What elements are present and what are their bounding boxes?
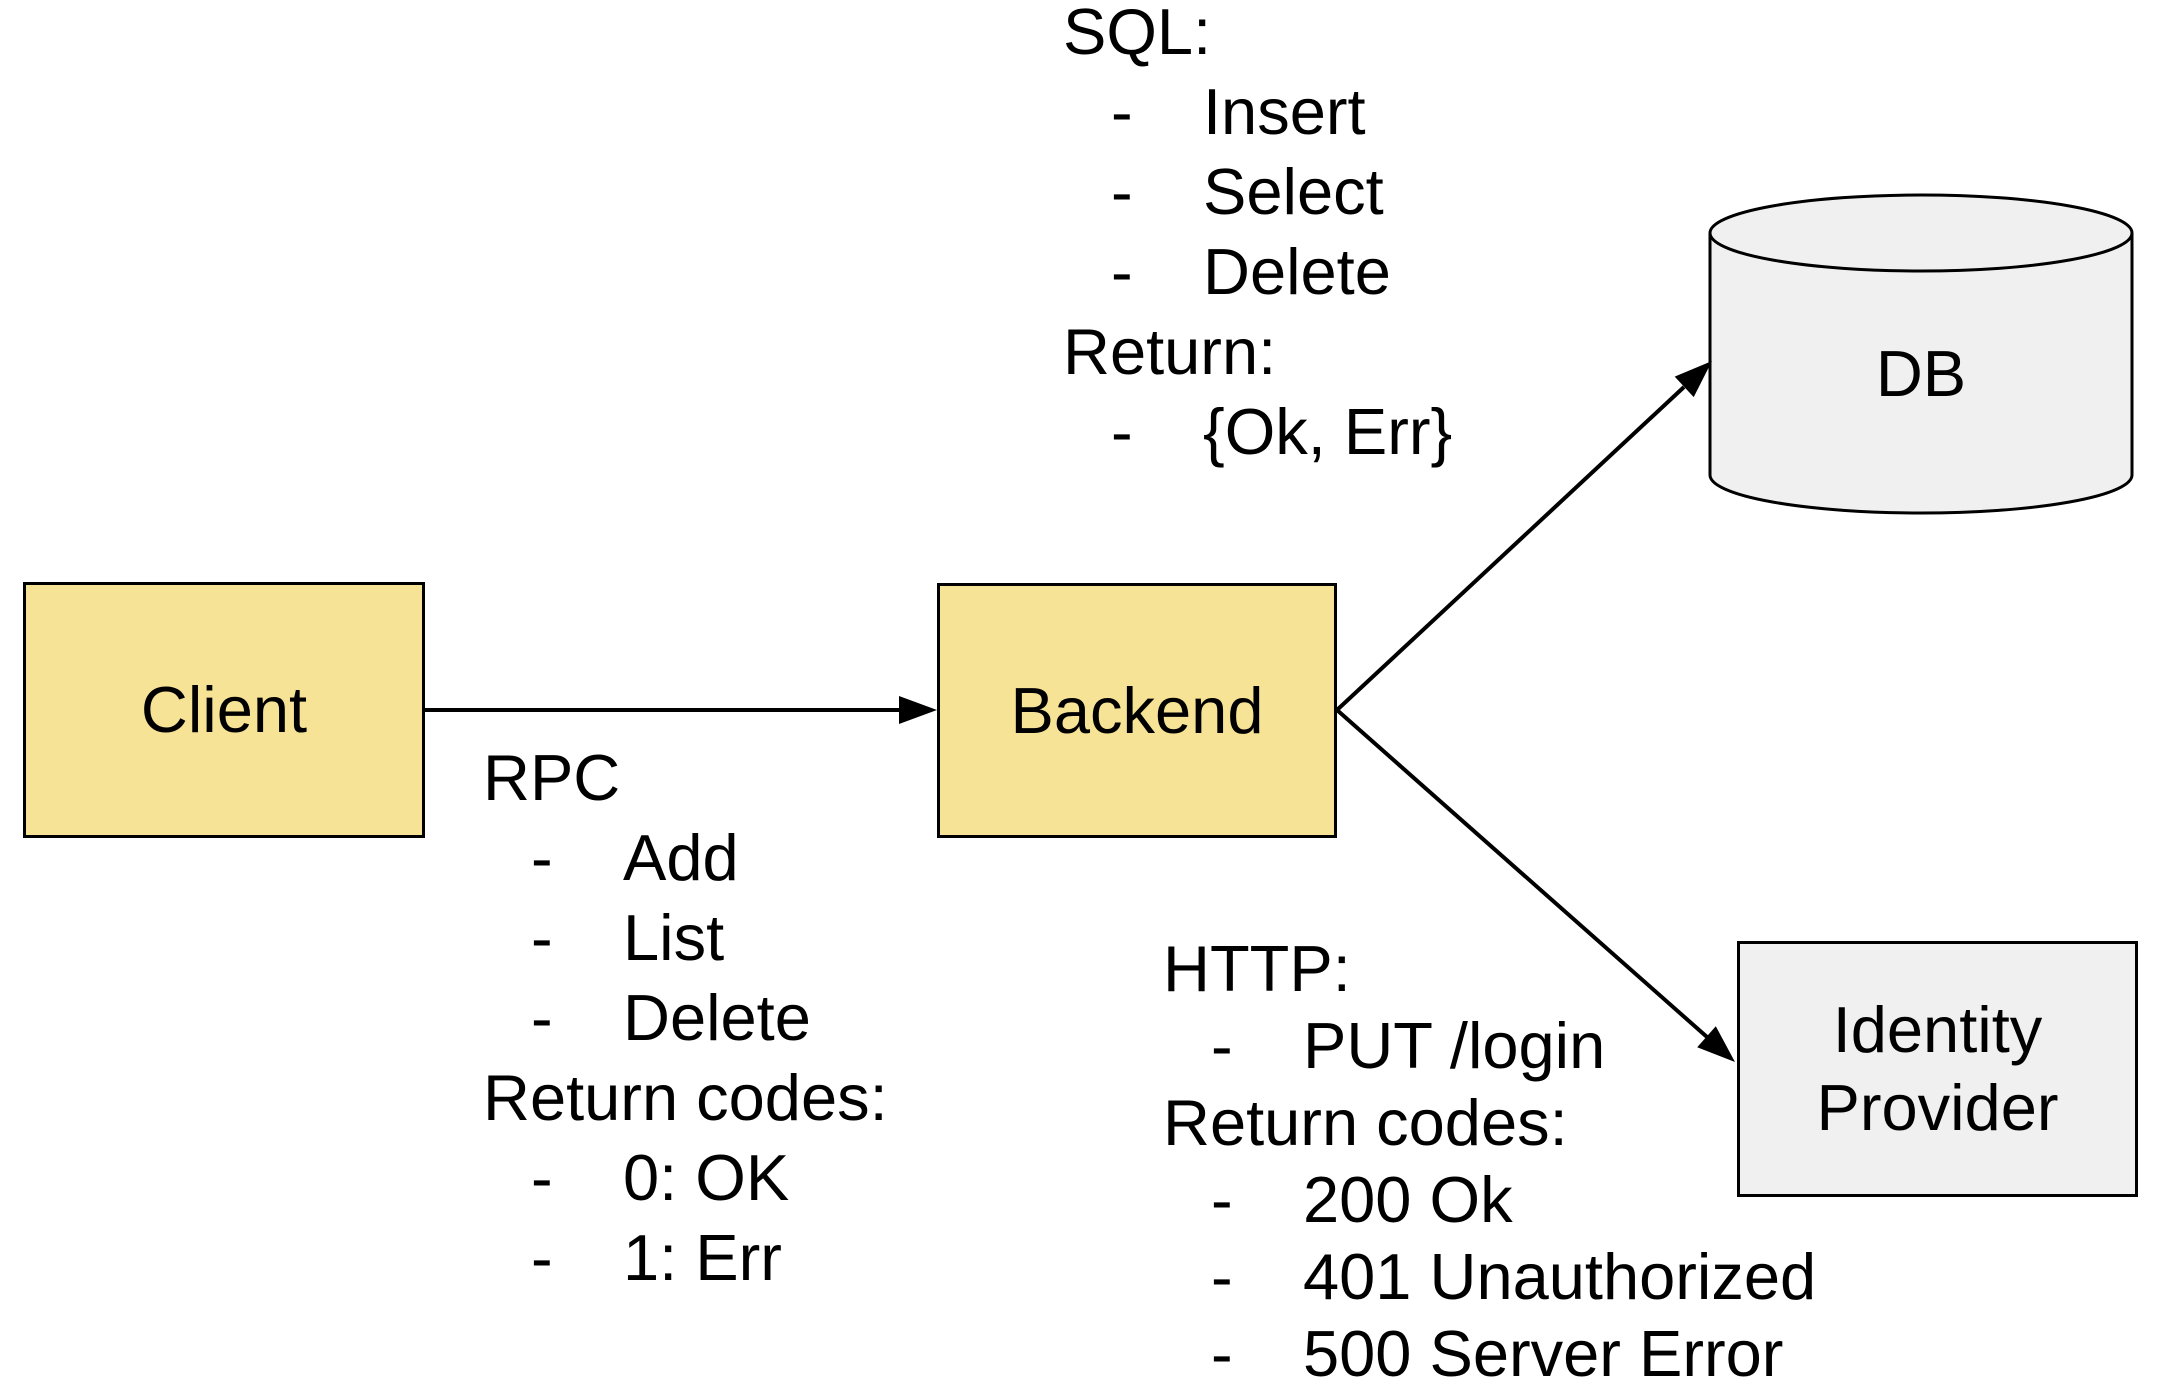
identity-provider-label-line2: Provider — [1816, 1071, 2059, 1144]
sql-item: -Select — [1063, 152, 1452, 232]
http-return-item: -200 Ok — [1163, 1161, 1816, 1238]
http-item: -PUT /login — [1163, 1007, 1816, 1084]
sql-return-item: -{Ok, Err} — [1063, 392, 1452, 472]
bullet-dash: - — [1211, 1009, 1233, 1082]
rpc-title: RPC — [483, 741, 621, 814]
bullet-dash: - — [531, 981, 553, 1054]
rpc-item-delete: Delete — [623, 981, 811, 1054]
bullet-dash: - — [531, 1221, 553, 1294]
rpc-return-subtitle: Return codes: — [483, 1061, 888, 1134]
identity-provider-label-line1: Identity — [1832, 993, 2043, 1066]
client-node: Client — [23, 582, 425, 838]
arrow-client-to-backend — [424, 696, 937, 724]
bullet-dash: - — [1211, 1240, 1233, 1313]
sql-item: -Delete — [1063, 232, 1452, 312]
bullet-dash: - — [531, 1141, 553, 1214]
rpc-item-add: Add — [623, 821, 739, 894]
rpc-item: -List — [483, 898, 888, 978]
rpc-item: -Delete — [483, 978, 888, 1058]
http-return-401-unauthorized: 401 Unauthorized — [1303, 1240, 1817, 1313]
bullet-dash: - — [1111, 235, 1133, 308]
http-return-subtitle: Return codes: — [1163, 1086, 1568, 1159]
db-node: DB — [1710, 233, 2132, 513]
rpc-return-item: -0: OK — [483, 1138, 888, 1218]
http-title: HTTP: — [1163, 932, 1351, 1005]
sql-return-subtitle: Return: — [1063, 315, 1277, 388]
sql-title: SQL: — [1063, 0, 1212, 68]
rpc-item: -Add — [483, 818, 888, 898]
arrow-backend-to-identity-provider — [1335, 708, 1735, 1062]
identity-provider-node: Identity Provider — [1737, 941, 2138, 1197]
rpc-return-1-err: 1: Err — [623, 1221, 782, 1294]
bullet-dash: - — [1111, 75, 1133, 148]
http-return-200-ok: 200 Ok — [1303, 1163, 1513, 1236]
http-return-item: -401 Unauthorized — [1163, 1238, 1816, 1315]
rpc-annotation: RPC -Add -List -Delete Return codes: -0:… — [483, 738, 888, 1298]
bullet-dash: - — [531, 901, 553, 974]
rpc-return-item: -1: Err — [483, 1218, 888, 1298]
http-annotation: HTTP: -PUT /login Return codes: -200 Ok … — [1163, 930, 1816, 1392]
backend-node: Backend — [937, 583, 1337, 838]
bullet-dash: - — [1211, 1163, 1233, 1236]
sql-item-insert: Insert — [1203, 75, 1366, 148]
http-return-item: -500 Server Error — [1163, 1315, 1816, 1392]
bullet-dash: - — [1211, 1317, 1233, 1390]
sql-item-select: Select — [1203, 155, 1384, 228]
rpc-return-0-ok: 0: OK — [623, 1141, 790, 1214]
bullet-dash: - — [1111, 395, 1133, 468]
db-cylinder-shape — [1708, 193, 2134, 515]
db-label: DB — [1875, 336, 1967, 410]
sql-return-ok-err: {Ok, Err} — [1203, 395, 1453, 468]
http-item-put-login: PUT /login — [1303, 1009, 1606, 1082]
backend-label: Backend — [1010, 673, 1264, 747]
sql-annotation: SQL: -Insert -Select -Delete Return: -{O… — [1063, 0, 1452, 472]
http-return-500-server-error: 500 Server Error — [1303, 1317, 1784, 1390]
bullet-dash: - — [531, 821, 553, 894]
client-label: Client — [140, 673, 308, 746]
arrow-backend-to-db — [1335, 361, 1712, 712]
sql-item: -Insert — [1063, 72, 1452, 152]
rpc-item-list: List — [623, 901, 725, 974]
bullet-dash: - — [1111, 155, 1133, 228]
sql-item-delete: Delete — [1203, 235, 1391, 308]
